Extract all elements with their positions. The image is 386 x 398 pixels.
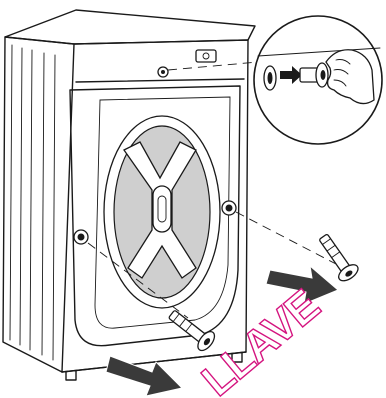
drum-back <box>104 116 220 308</box>
control-knob <box>196 50 216 62</box>
arrow-bottom-left <box>106 356 182 396</box>
control-panel-edge <box>76 79 244 82</box>
drum-hub <box>153 186 171 232</box>
side-panel-grooves <box>10 45 55 360</box>
top-panel <box>5 10 255 44</box>
foot-left <box>66 371 76 380</box>
zoom-detail <box>254 16 382 144</box>
side-panel <box>3 37 74 372</box>
path-top-bolt <box>168 62 258 70</box>
